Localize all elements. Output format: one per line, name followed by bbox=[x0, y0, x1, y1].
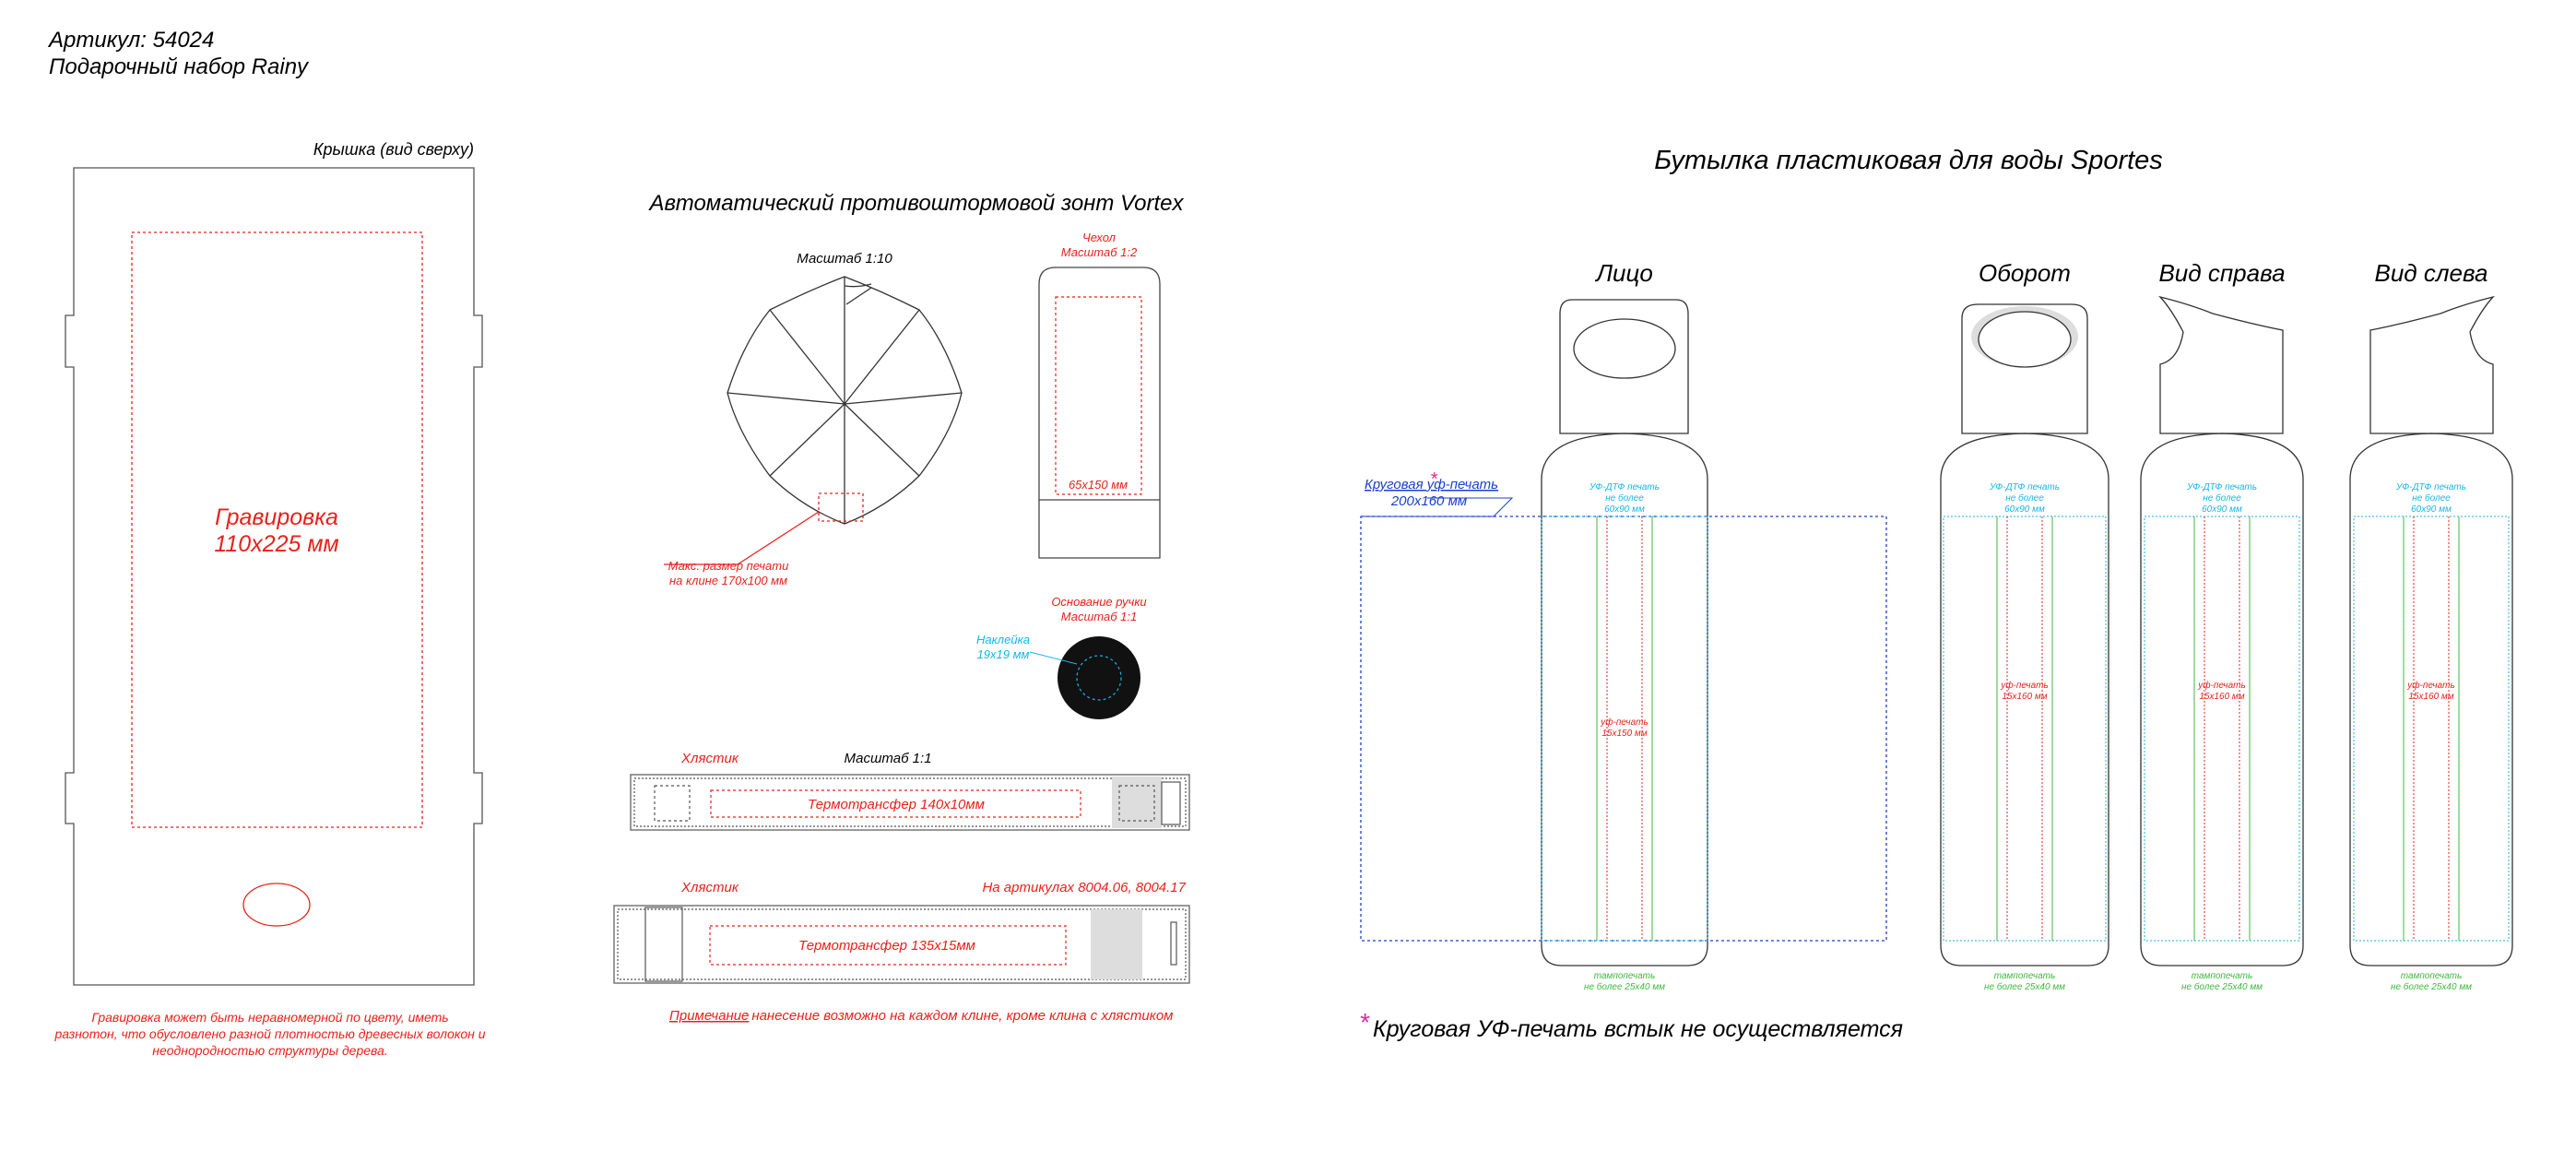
cover-outline bbox=[1038, 267, 1161, 559]
lid-outline bbox=[65, 167, 483, 986]
max-print-line-2: на клине 170x100 мм bbox=[669, 574, 787, 587]
remark-text: : нанесение возможно на каждом клине, кр… bbox=[744, 1008, 1173, 1024]
note-line-3: неоднородностью структуры дерева. bbox=[152, 1043, 387, 1058]
handle-title: Основание ручки bbox=[1051, 595, 1146, 609]
svg-text:60x90 мм: 60x90 мм bbox=[2202, 504, 2242, 515]
svg-text:15x160 мм: 15x160 мм bbox=[2408, 692, 2453, 702]
dtf-labels: УФ-ДТФ печать не более 60x90 мм УФ-ДТФ п… bbox=[1589, 482, 2466, 515]
remark-label: Примечание bbox=[669, 1008, 749, 1024]
svg-text:тампопечать: тампопечать bbox=[2401, 971, 2463, 981]
strap2-label: Хлястик bbox=[680, 880, 739, 895]
max-print-line-1: Макс. размер печати bbox=[668, 559, 789, 573]
bottle-right bbox=[2140, 295, 2304, 966]
uv-labels: уф-печать 15x150 мм уф-печать 15x160 мм … bbox=[1600, 680, 2455, 739]
svg-text:не более 25x40 мм: не более 25x40 мм bbox=[1984, 981, 2065, 992]
umbrella-title: Автоматический противоштормовой зонт Vor… bbox=[647, 191, 1184, 216]
lid-title: Крышка (вид сверху) bbox=[313, 140, 474, 159]
svg-text:60x90 мм: 60x90 мм bbox=[2411, 504, 2452, 515]
strap1-label: Хлястик bbox=[680, 751, 739, 766]
note-line-2: разнотон, что обусловлено разной плотнос… bbox=[53, 1026, 485, 1041]
umbrella-scale: Масштаб 1:10 bbox=[797, 251, 892, 267]
svg-text:УФ-ДТФ печать: УФ-ДТФ печать bbox=[2395, 482, 2466, 492]
lid-oval bbox=[242, 883, 311, 927]
footnote-asterisk: * bbox=[1359, 1008, 1370, 1037]
strap2-print: Термотрансфер 135x15мм bbox=[798, 938, 975, 954]
svg-text:не более 25x40 мм: не более 25x40 мм bbox=[2391, 981, 2472, 992]
bottle-back bbox=[1940, 303, 2109, 966]
strap2 bbox=[613, 905, 1190, 984]
svg-text:не более 25x40 мм: не более 25x40 мм bbox=[2181, 981, 2263, 992]
svg-text:15x160 мм: 15x160 мм bbox=[2002, 692, 2047, 702]
engrave-size: 110x225 мм bbox=[214, 531, 338, 557]
umbrella-top-view bbox=[664, 276, 963, 565]
view-back-label: Оборот bbox=[1979, 259, 2071, 287]
svg-text:тампопечать: тампопечать bbox=[1594, 971, 1656, 981]
handle-base bbox=[1058, 636, 1140, 719]
product-name: Подарочный набор Rainy bbox=[49, 54, 309, 79]
cover-scale: Масштаб 1:2 bbox=[1061, 245, 1138, 259]
engrave-area bbox=[131, 231, 423, 828]
sticker-size: 19x19 мм bbox=[977, 647, 1030, 661]
article-number: Артикул: 54024 bbox=[49, 28, 215, 53]
strap1 bbox=[630, 774, 1190, 831]
svg-text:УФ-ДТФ печать: УФ-ДТФ печать bbox=[2186, 482, 2257, 492]
handle-scale: Масштаб 1:1 bbox=[1061, 610, 1137, 623]
bottle-section: Бутылка пластиковая для воды Sportes Лиц… bbox=[1359, 146, 2513, 1042]
cover-title: Чехол bbox=[1082, 231, 1117, 244]
wrap-asterisk: * bbox=[1430, 469, 1438, 490]
bottle-front bbox=[1541, 299, 1708, 966]
svg-text:УФ-ДТФ печать: УФ-ДТФ печать bbox=[1989, 482, 2060, 492]
umbrella-section: Автоматический противоштормовой зонт Vor… bbox=[613, 191, 1190, 1024]
view-front-label: Лицо bbox=[1594, 259, 1653, 287]
svg-text:не более: не более bbox=[1605, 492, 1644, 504]
svg-text:не более: не более bbox=[2005, 492, 2044, 504]
view-left-label: Вид слева bbox=[2375, 259, 2488, 287]
sticker-label: Наклейка bbox=[976, 633, 1030, 646]
bottom-labels: тампопечать не более 25x40 мм тампопечат… bbox=[1584, 971, 2472, 992]
strap1-scale: Масштаб 1:1 bbox=[844, 751, 931, 766]
strap1-print: Термотрансфер 140x10мм bbox=[808, 797, 985, 812]
footnote-text: Круговая УФ-печать встык не осуществляет… bbox=[1373, 1016, 1903, 1042]
cover-print-size: 65x150 мм bbox=[1069, 478, 1128, 492]
svg-text:уф-печать: уф-печать bbox=[2406, 680, 2455, 691]
svg-text:60x90 мм: 60x90 мм bbox=[1604, 504, 1645, 515]
bottle-title: Бутылка пластиковая для воды Sportes bbox=[1654, 146, 2163, 175]
svg-text:15x150 мм: 15x150 мм bbox=[1601, 729, 1647, 739]
svg-text:УФ-ДТФ печать: УФ-ДТФ печать bbox=[1589, 482, 1660, 492]
box-lid: Крышка (вид сверху) Гравировка 110x225 м… bbox=[53, 140, 485, 1058]
svg-text:уф-печать: уф-печать bbox=[1600, 717, 1648, 728]
svg-text:не более: не более bbox=[2412, 492, 2451, 504]
strap2-articles: На артикулах 8004.06, 8004.17 bbox=[982, 880, 1186, 895]
sticker-area bbox=[1076, 655, 1122, 701]
svg-text:тампопечать: тампопечать bbox=[2192, 971, 2253, 981]
view-right-label: Вид справа bbox=[2158, 259, 2285, 287]
wrap-print-size: 200x160 мм bbox=[1390, 493, 1467, 509]
bottle-left bbox=[2349, 295, 2513, 966]
cover-print-area bbox=[1055, 296, 1142, 495]
svg-text:60x90 мм: 60x90 мм bbox=[2004, 504, 2045, 515]
svg-text:тампопечать: тампопечать bbox=[1994, 971, 2056, 981]
svg-text:уф-печать: уф-печать bbox=[2197, 680, 2246, 691]
svg-text:уф-печать: уф-печать bbox=[2000, 680, 2049, 691]
svg-text:не более 25x40 мм: не более 25x40 мм bbox=[1584, 981, 1665, 992]
note-line-1: Гравировка может быть неравномерной по ц… bbox=[91, 1010, 448, 1025]
wrap-print-label: Круговая уф-печать bbox=[1365, 477, 1498, 492]
engrave-title: Гравировка bbox=[215, 504, 338, 530]
svg-text:15x160 мм: 15x160 мм bbox=[2199, 692, 2244, 702]
svg-text:не более: не более bbox=[2203, 492, 2241, 504]
